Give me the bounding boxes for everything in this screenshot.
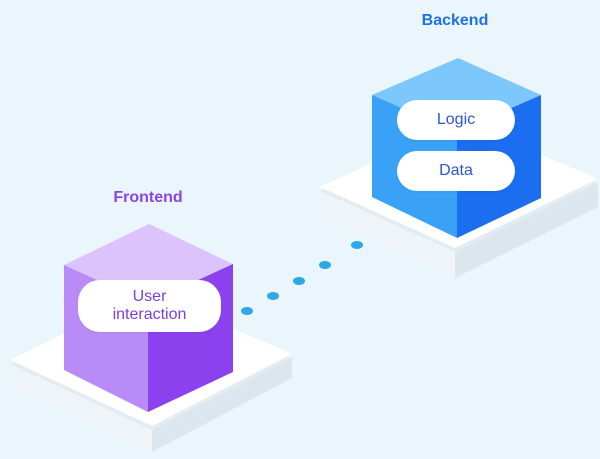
connector-dots bbox=[241, 241, 363, 315]
user-interaction-line-1: User bbox=[132, 288, 167, 305]
connector-dot bbox=[351, 241, 363, 249]
connector-dot bbox=[319, 261, 331, 269]
connector-dot bbox=[267, 292, 279, 300]
backend-title: Backend bbox=[421, 12, 489, 29]
frontend-title: Frontend bbox=[113, 189, 183, 206]
logic-pill: Logic bbox=[397, 100, 515, 140]
user-interaction-line-2: interaction bbox=[112, 306, 187, 323]
data-pill: Data bbox=[397, 151, 515, 191]
user-interaction-pill: User interaction bbox=[78, 280, 221, 332]
connector-dot bbox=[293, 277, 305, 285]
connector-dot bbox=[241, 307, 253, 315]
